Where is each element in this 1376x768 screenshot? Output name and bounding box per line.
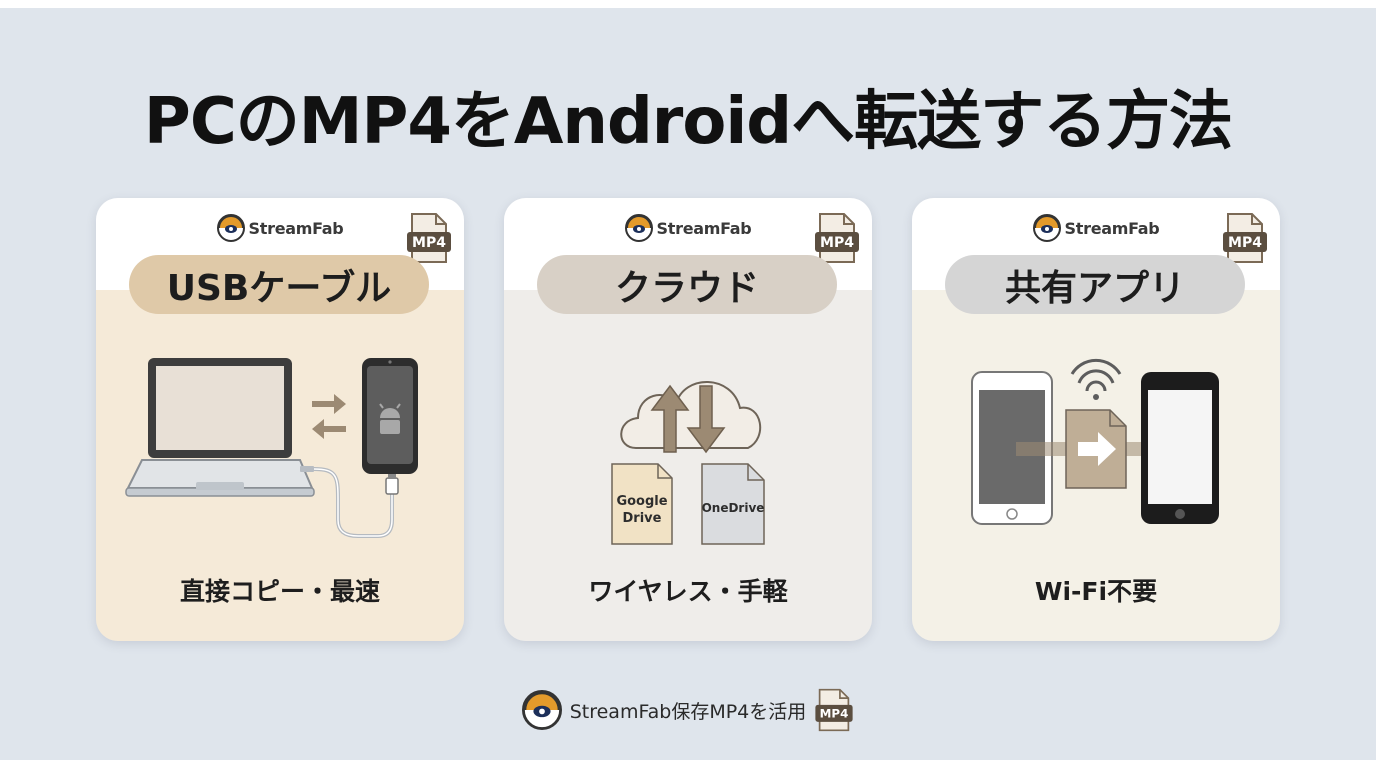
svg-text:MP4: MP4 (820, 707, 849, 721)
method-card-usb: StreamFab MP4 USBケーブル (96, 198, 464, 641)
streamfab-logo-icon (624, 214, 653, 242)
page-background: PCのMP4をAndroidへ転送する方法 StreamFab MP4 USBケ… (0, 8, 1376, 760)
method-title: クラウド (614, 267, 759, 309)
method-title-pill: クラウド (537, 255, 837, 314)
mp4-file-icon: MP4 (1223, 213, 1267, 263)
method-title-pill: USBケーブル (129, 255, 429, 314)
brand-name: StreamFab (248, 218, 344, 238)
share-app-illustration (971, 358, 1219, 525)
svg-text:MP4: MP4 (412, 235, 446, 251)
google-drive-file-icon: Google Drive (611, 463, 673, 545)
brand-logo: StreamFab (912, 214, 1280, 242)
footer-text: StreamFab保存MP4を活用 (569, 700, 807, 723)
method-title-pill: 共有アプリ (945, 255, 1245, 314)
svg-text:MP4: MP4 (820, 235, 854, 251)
usb-cable-icon (300, 466, 399, 538)
streamfab-logo-icon (1032, 214, 1061, 242)
method-caption: 直接コピー・最速 (179, 577, 380, 606)
mp4-file-icon: MP4 (407, 213, 451, 263)
streamfab-logo-icon (216, 214, 245, 242)
svg-text:Drive: Drive (623, 511, 662, 526)
usb-illustration (125, 358, 418, 538)
laptop-icon (125, 358, 315, 497)
method-title: 共有アプリ (1004, 267, 1185, 309)
download-arrow-icon (686, 385, 726, 454)
transfer-arrows-icon (312, 394, 346, 439)
footer-note: StreamFab保存MP4を活用 MP4 (0, 688, 1376, 732)
svg-text:MP4: MP4 (1228, 235, 1262, 251)
upload-arrow-icon (650, 384, 690, 453)
method-caption: ワイヤレス・手軽 (588, 577, 788, 606)
svg-text:OneDrive: OneDrive (702, 501, 765, 515)
mp4-file-icon: MP4 (815, 213, 859, 263)
wifi-icon (1070, 358, 1122, 400)
cloud-icon (620, 381, 762, 449)
page-title: PCのMP4をAndroidへ転送する方法 (143, 85, 1233, 159)
card-panel (504, 290, 872, 641)
android-phone-icon (362, 358, 418, 474)
streamfab-logo-icon (521, 690, 562, 730)
brand-logo: StreamFab (504, 214, 872, 242)
mp4-file-icon: MP4 (815, 688, 853, 732)
target-phone-icon (1141, 372, 1219, 524)
file-transfer-icon (1065, 409, 1127, 489)
svg-text:Google: Google (616, 494, 667, 509)
method-card-share: StreamFab MP4 共有アプリ (912, 198, 1280, 641)
onedrive-file-icon: OneDrive (701, 463, 765, 545)
method-caption: Wi-Fi不要 (1034, 577, 1158, 606)
method-card-cloud: StreamFab MP4 クラウド Google (504, 198, 872, 641)
cloud-illustration: Google Drive OneDrive (611, 381, 765, 545)
method-title: USBケーブル (166, 267, 392, 309)
brand-name: StreamFab (1064, 218, 1160, 238)
brand-name: StreamFab (656, 218, 752, 238)
brand-logo: StreamFab (96, 214, 464, 242)
